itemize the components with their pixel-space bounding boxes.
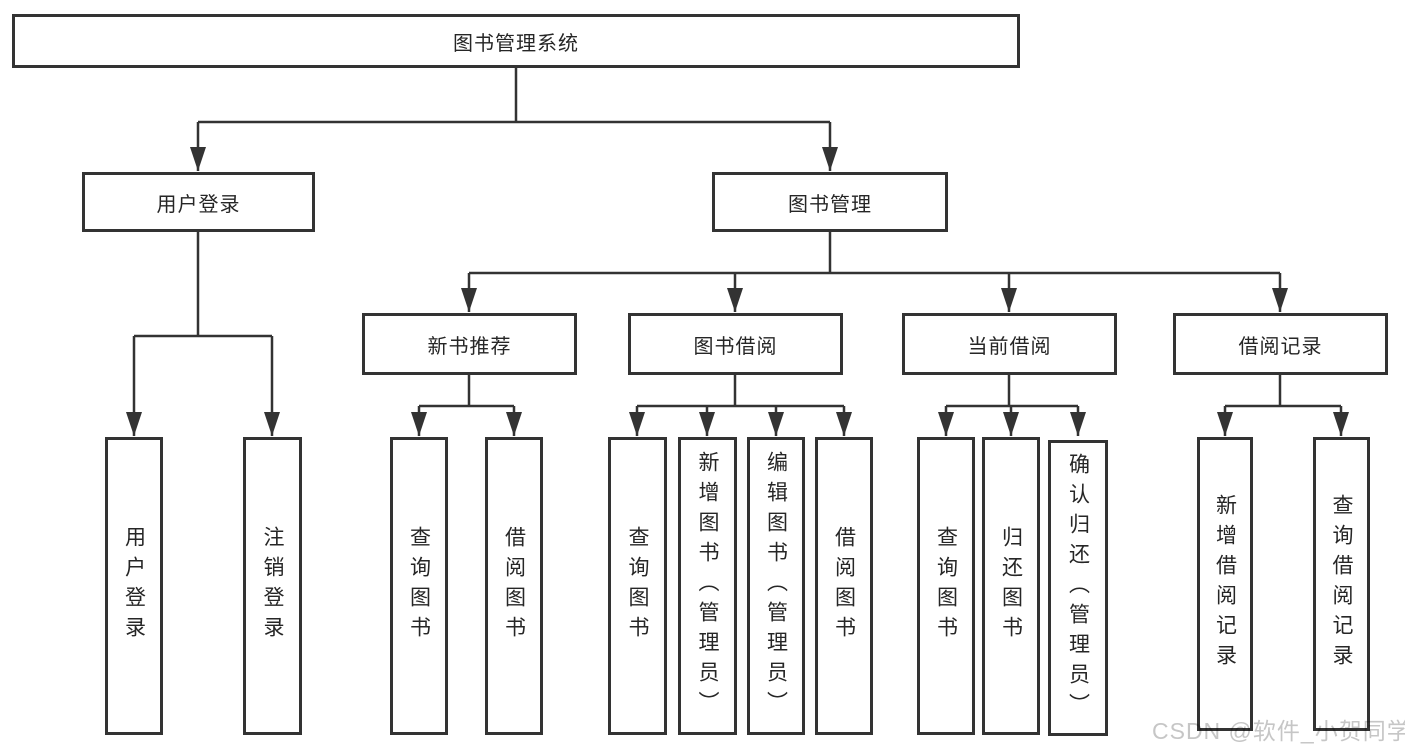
leaf-return-book: 归还图书	[982, 437, 1040, 735]
leaf-confirm-return-admin: 确认归还（管理员）	[1048, 440, 1108, 736]
leaf-borrow-books: 借阅图书	[815, 437, 873, 735]
leaf-add-borrow-record: 新增借阅记录	[1197, 437, 1253, 731]
csdn-watermark: CSDN @软件_小贺同学	[1152, 718, 1405, 744]
leaf-user-login: 用户登录	[105, 437, 163, 735]
node-library-management-system: 图书管理系统	[12, 14, 1020, 68]
connector-trunks	[134, 68, 1341, 408]
node-user-login: 用户登录	[82, 172, 315, 232]
node-borrowing-records: 借阅记录	[1173, 313, 1388, 375]
leaf-logout: 注销登录	[243, 437, 302, 735]
leaf-edit-book-admin: 编辑图书（管理员）	[747, 437, 805, 735]
node-book-borrowing: 图书借阅	[628, 313, 843, 375]
node-current-borrowing: 当前借阅	[902, 313, 1117, 375]
leaf-query-books-recommend: 查询图书	[390, 437, 448, 735]
leaf-add-book-admin: 新增图书（管理员）	[678, 437, 737, 735]
connector-arrows	[126, 122, 1349, 436]
leaf-query-books-borrow: 查询图书	[608, 437, 667, 735]
node-book-management: 图书管理	[712, 172, 948, 232]
leaf-query-borrow-record: 查询借阅记录	[1313, 437, 1370, 731]
leaf-query-books-current: 查询图书	[917, 437, 975, 735]
leaf-borrow-books-recommend: 借阅图书	[485, 437, 543, 735]
node-new-book-recommendation: 新书推荐	[362, 313, 577, 375]
